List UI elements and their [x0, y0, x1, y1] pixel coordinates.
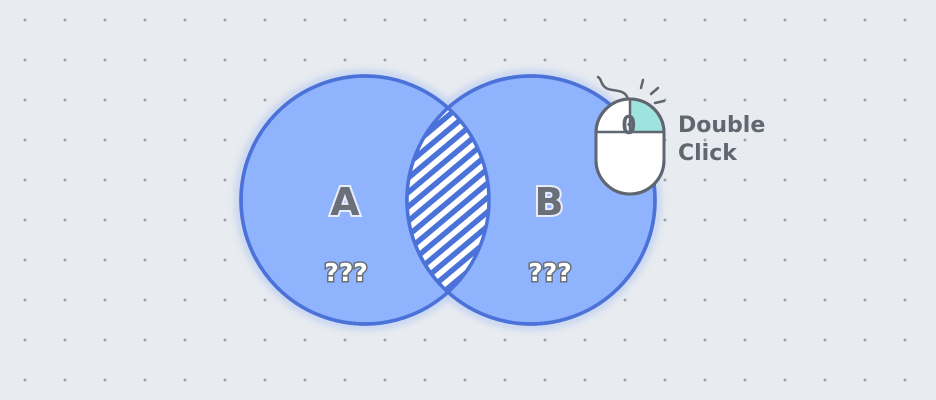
double-click-hint: 0 Double Click: [594, 75, 765, 196]
click-counter: 0: [621, 111, 637, 141]
set-a-label: A: [330, 180, 360, 224]
intersection-region[interactable]: [407, 76, 655, 324]
set-a-value: ???: [324, 258, 368, 287]
mouse-double-click-icon: [594, 75, 666, 196]
hint-line-1: Double: [678, 113, 765, 138]
hint-line-2: Click: [678, 141, 738, 166]
set-b-label: B: [535, 180, 564, 224]
set-b-value: ???: [528, 258, 572, 287]
